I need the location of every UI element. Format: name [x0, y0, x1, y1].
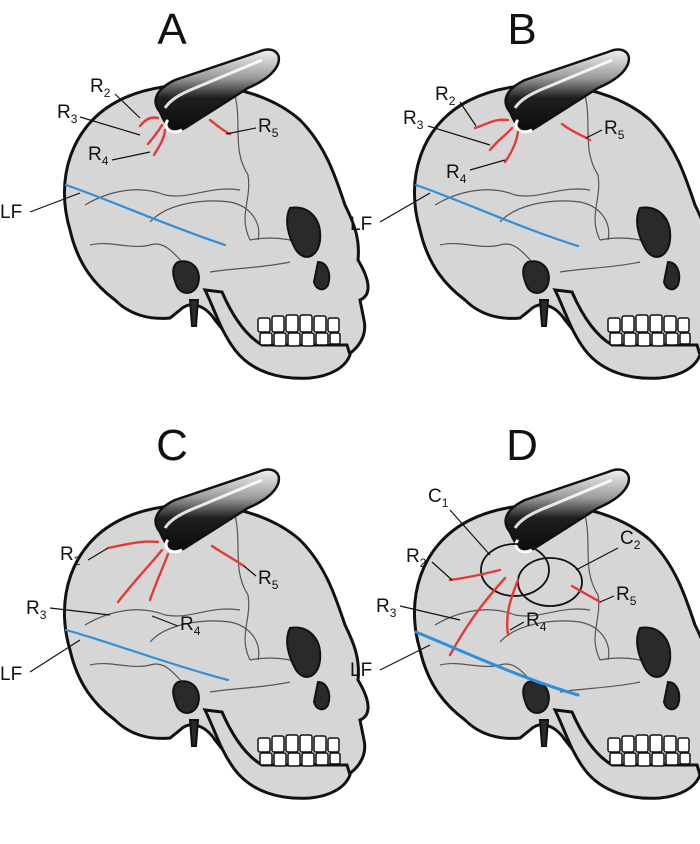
radial-fractures	[448, 568, 602, 657]
label-lf: LF	[0, 202, 22, 223]
label-r2: R2	[90, 76, 111, 100]
panel-letter: A	[157, 5, 187, 54]
label-r3: R3	[57, 102, 78, 126]
panel-a: A R2 R3 R4 R5 LF	[0, 5, 370, 380]
label-r4: R4	[446, 162, 467, 186]
linear-fracture	[414, 183, 580, 248]
label-lf: LF	[350, 214, 372, 235]
label-r4: R4	[88, 144, 109, 168]
panel-b: B R2 R3 R4 R5 LF	[350, 5, 700, 380]
skull-illustration	[412, 503, 700, 800]
linear-fracture	[414, 630, 580, 697]
label-r4: R4	[180, 614, 201, 638]
radial-fractures	[106, 540, 246, 604]
linear-fracture	[64, 628, 230, 682]
label-r5: R5	[258, 116, 279, 140]
radial-fractures	[473, 118, 592, 164]
label-r2: R2	[406, 546, 427, 570]
label-r5: R5	[258, 568, 279, 592]
linear-fracture	[64, 183, 227, 247]
label-lf: LF	[0, 664, 22, 685]
label-r4: R4	[526, 610, 547, 634]
label-r2: R2	[435, 84, 456, 108]
skull-illustration	[412, 83, 700, 380]
label-lf: LF	[350, 660, 372, 681]
label-r5: R5	[604, 118, 625, 142]
panel-letter: B	[507, 5, 536, 54]
concentric-fracture-c1	[480, 543, 550, 597]
label-r3: R3	[26, 598, 47, 622]
skull-illustration	[62, 83, 370, 380]
panel-c: C R2 R3 R4 R5 LF	[0, 421, 370, 800]
panel-letter: C	[156, 421, 188, 470]
label-c1: C1	[428, 486, 449, 510]
panel-letter: D	[506, 421, 538, 470]
label-r2: R2	[60, 544, 81, 568]
label-r3: R3	[376, 596, 397, 620]
label-r3: R3	[403, 108, 424, 132]
panel-d: D C1 C2 R2 R3 R4 R5 LF	[350, 421, 700, 800]
label-r5: R5	[616, 584, 637, 608]
label-c2: C2	[620, 528, 641, 552]
